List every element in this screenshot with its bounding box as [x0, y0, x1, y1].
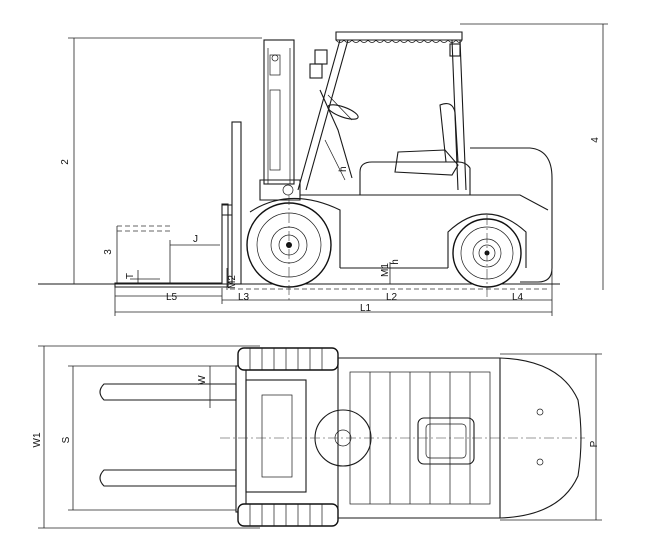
rear-guard-post [451, 39, 467, 191]
dim-label-L5: L5 [166, 292, 178, 303]
front-tire-right-top [237, 503, 339, 527]
steering-wheel [327, 104, 359, 120]
dim-label-L1: L1 [360, 303, 372, 314]
steering-column [319, 89, 353, 179]
dim-label-L2: L2 [386, 292, 398, 303]
dim-label-L4: L4 [512, 292, 524, 303]
dim-label-M2: M2 [227, 275, 238, 289]
fork-right-top [99, 469, 237, 487]
dim-label-S: S [61, 436, 72, 443]
mast-top [245, 379, 307, 493]
dim-label-M1: M1 [380, 263, 391, 277]
dim-label-3: 3 [103, 249, 114, 255]
dim-label-4: 4 [590, 137, 601, 143]
dim-label-P: P [589, 440, 600, 447]
fork-carriage-top [235, 365, 247, 513]
warning-light [314, 49, 328, 65]
dim-label-2: 2 [60, 159, 71, 165]
dim-label-L3: L3 [238, 292, 250, 303]
dim-label-W1: W1 [32, 432, 43, 447]
dim-label-h-ground: h [390, 259, 401, 265]
seat-cushion [394, 149, 459, 176]
mast-outer [231, 121, 242, 285]
dim-label-T: T [125, 273, 136, 279]
front-tire-left-top [237, 347, 339, 371]
rear-fender [447, 213, 527, 268]
overhead-guard-wave [335, 39, 463, 43]
dim-label-h-mast: h [338, 166, 349, 172]
top-view: W1 S W [32, 345, 602, 529]
side-view: 2 4 3 J T [38, 23, 608, 316]
overhead-guard-roof [335, 31, 463, 41]
dim-label-J: J [193, 234, 198, 245]
fork-left-top [99, 383, 237, 401]
carriage [259, 179, 301, 201]
mast-inner [263, 39, 295, 185]
dim-label-W: W [197, 375, 208, 385]
engine-hood [359, 161, 471, 196]
seat-back [439, 103, 459, 163]
body-outline-top [337, 357, 582, 519]
seat-top [417, 417, 475, 465]
lift-cylinder [269, 89, 281, 171]
counterweight [470, 147, 553, 283]
front-guard-post [297, 39, 349, 191]
front-fender [249, 197, 341, 268]
lift-cylinder-top [269, 54, 281, 76]
